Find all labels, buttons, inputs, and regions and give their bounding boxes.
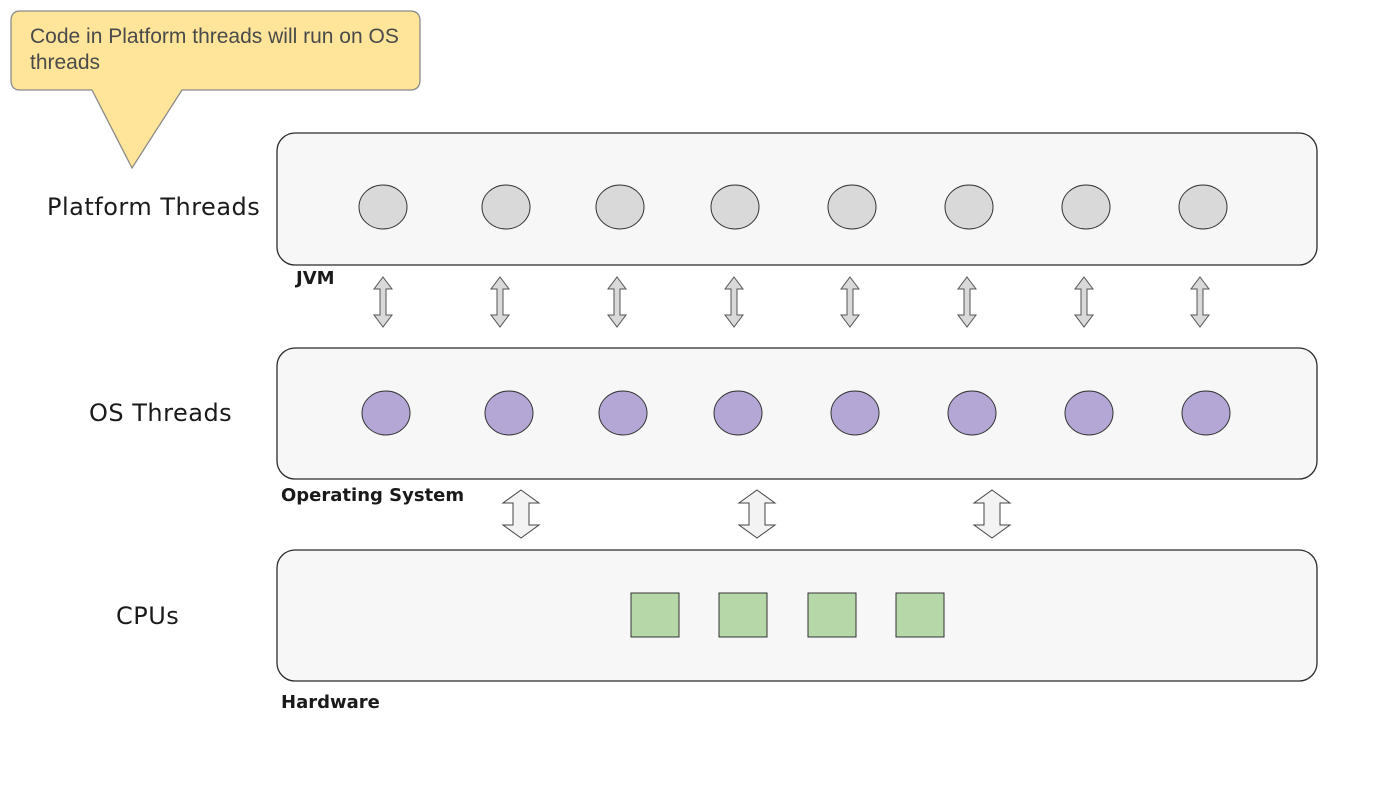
platform-thread-node [1061, 184, 1111, 230]
jvm-os-arrows [373, 276, 1210, 328]
cpu-node [718, 592, 768, 638]
block-double-arrow-icon [501, 489, 541, 539]
platform-thread-node [481, 184, 531, 230]
platform-thread-node [944, 184, 994, 230]
double-arrow-icon [840, 276, 860, 328]
cpu-node [630, 592, 680, 638]
cpu-node [895, 592, 945, 638]
os-thread-node [947, 390, 997, 436]
cpu-node [807, 592, 857, 638]
hardware-layer-label: Hardware [281, 692, 380, 713]
platform-threads-label: Platform Threads [47, 193, 261, 221]
os-thread-node [361, 390, 411, 436]
os-thread-node [598, 390, 648, 436]
os-thread-node [1181, 390, 1231, 436]
platform-thread-node [358, 184, 408, 230]
os-thread-node [713, 390, 763, 436]
jvm-layer [276, 132, 1318, 266]
os-thread-node [484, 390, 534, 436]
operating-system-layer-label: Operating System [281, 485, 465, 506]
cpus-label: CPUs [116, 602, 180, 630]
os-threads-label: OS Threads [89, 399, 233, 427]
double-arrow-icon [1190, 276, 1210, 328]
os-thread-node [830, 390, 880, 436]
block-double-arrow-icon [972, 489, 1012, 539]
platform-thread-node [595, 184, 645, 230]
double-arrow-icon [957, 276, 977, 328]
os-thread-nodes [361, 390, 1231, 436]
platform-thread-nodes [358, 184, 1228, 230]
block-double-arrow-icon [737, 489, 777, 539]
os-hardware-arrows [501, 489, 1012, 539]
callout-text: Code in Platform threads will run on OS … [30, 25, 399, 74]
platform-thread-node [710, 184, 760, 230]
hardware-layer [276, 549, 1318, 682]
double-arrow-icon [724, 276, 744, 328]
double-arrow-icon [1074, 276, 1094, 328]
callout-bubble [10, 10, 421, 170]
cpu-nodes [630, 592, 945, 638]
double-arrow-icon [490, 276, 510, 328]
platform-thread-node [827, 184, 877, 230]
os-layer [276, 347, 1318, 480]
jvm-layer-label: JVM [296, 268, 335, 289]
platform-thread-node [1178, 184, 1228, 230]
os-thread-node [1064, 390, 1114, 436]
double-arrow-icon [607, 276, 627, 328]
double-arrow-icon [373, 276, 393, 328]
